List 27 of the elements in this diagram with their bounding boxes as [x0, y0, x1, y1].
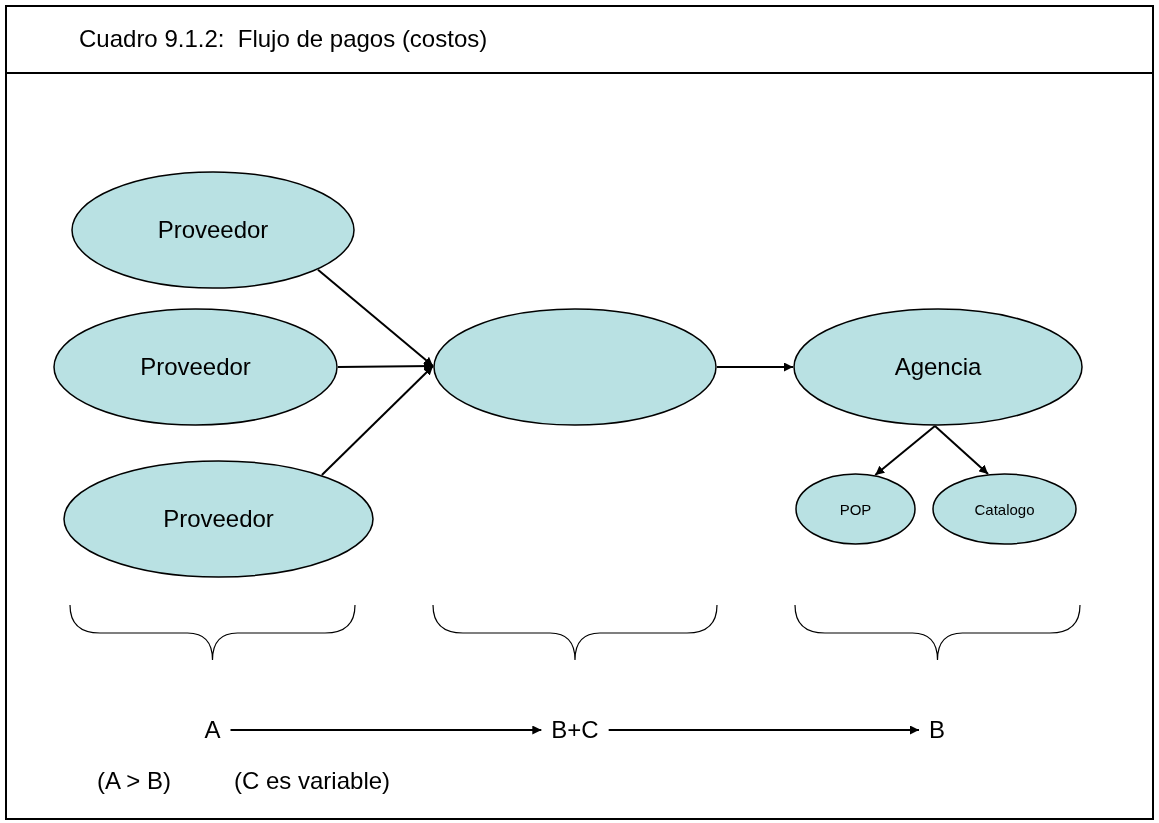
node-label: B	[929, 716, 945, 744]
ellipse-node	[433, 308, 717, 426]
arrow	[716, 362, 794, 372]
arrow	[933, 425, 990, 475]
ellipse-node	[71, 171, 355, 289]
node-label: Catalogo	[974, 500, 1035, 518]
note-text: (C es variable)	[234, 767, 391, 795]
arrow	[337, 361, 434, 371]
arrow	[317, 268, 434, 367]
node-label: Proveedor	[157, 216, 269, 244]
node-label: Proveedor	[140, 353, 251, 381]
arrow	[607, 725, 920, 735]
arrow	[320, 365, 434, 476]
note-text: (A > B)	[97, 767, 172, 795]
node-label: Proveedor	[163, 505, 274, 533]
diagram-title: Cuadro 9.1.2: Flujo de pagos (costos)	[79, 25, 488, 53]
node-label: B+C	[551, 716, 599, 744]
ellipse-node	[793, 308, 1083, 426]
ellipse-node	[63, 460, 374, 578]
node-label: Agencia	[894, 353, 982, 381]
ellipse-node	[53, 308, 338, 426]
arrow	[874, 425, 936, 476]
node-label: A	[204, 716, 221, 744]
node-label: POP	[839, 500, 872, 518]
arrow	[229, 725, 543, 735]
ellipse-node	[932, 473, 1077, 545]
ellipse-node	[795, 473, 916, 545]
